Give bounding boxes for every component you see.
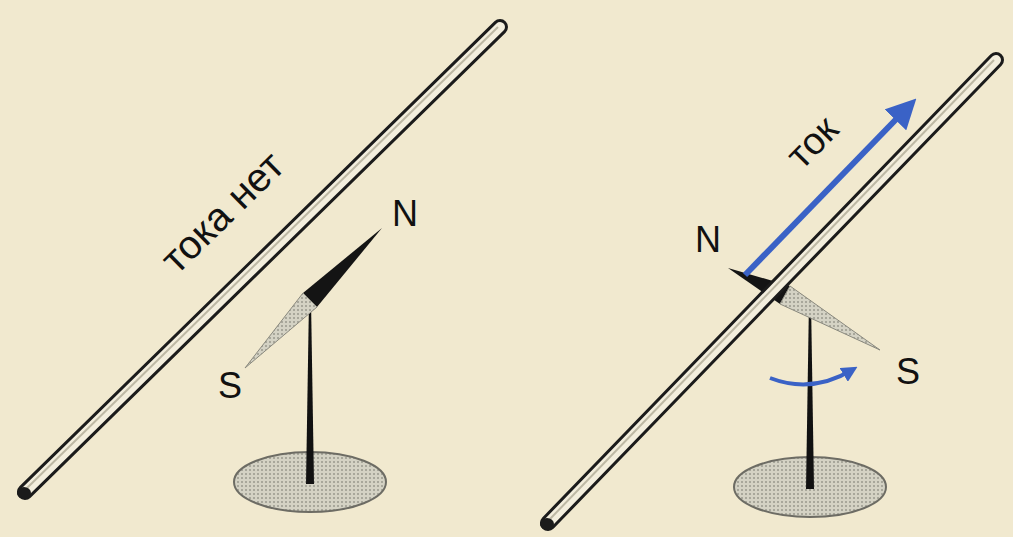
pole-label: N xyxy=(695,222,721,258)
rotation-arrow xyxy=(770,370,852,384)
pole-label: S xyxy=(218,368,242,404)
wire-left xyxy=(17,27,500,499)
pole-label: S xyxy=(896,354,920,390)
current-arrow xyxy=(745,107,908,275)
current-label: ток xyxy=(779,109,844,175)
pole-label: N xyxy=(392,196,418,232)
wire-right xyxy=(540,60,996,530)
